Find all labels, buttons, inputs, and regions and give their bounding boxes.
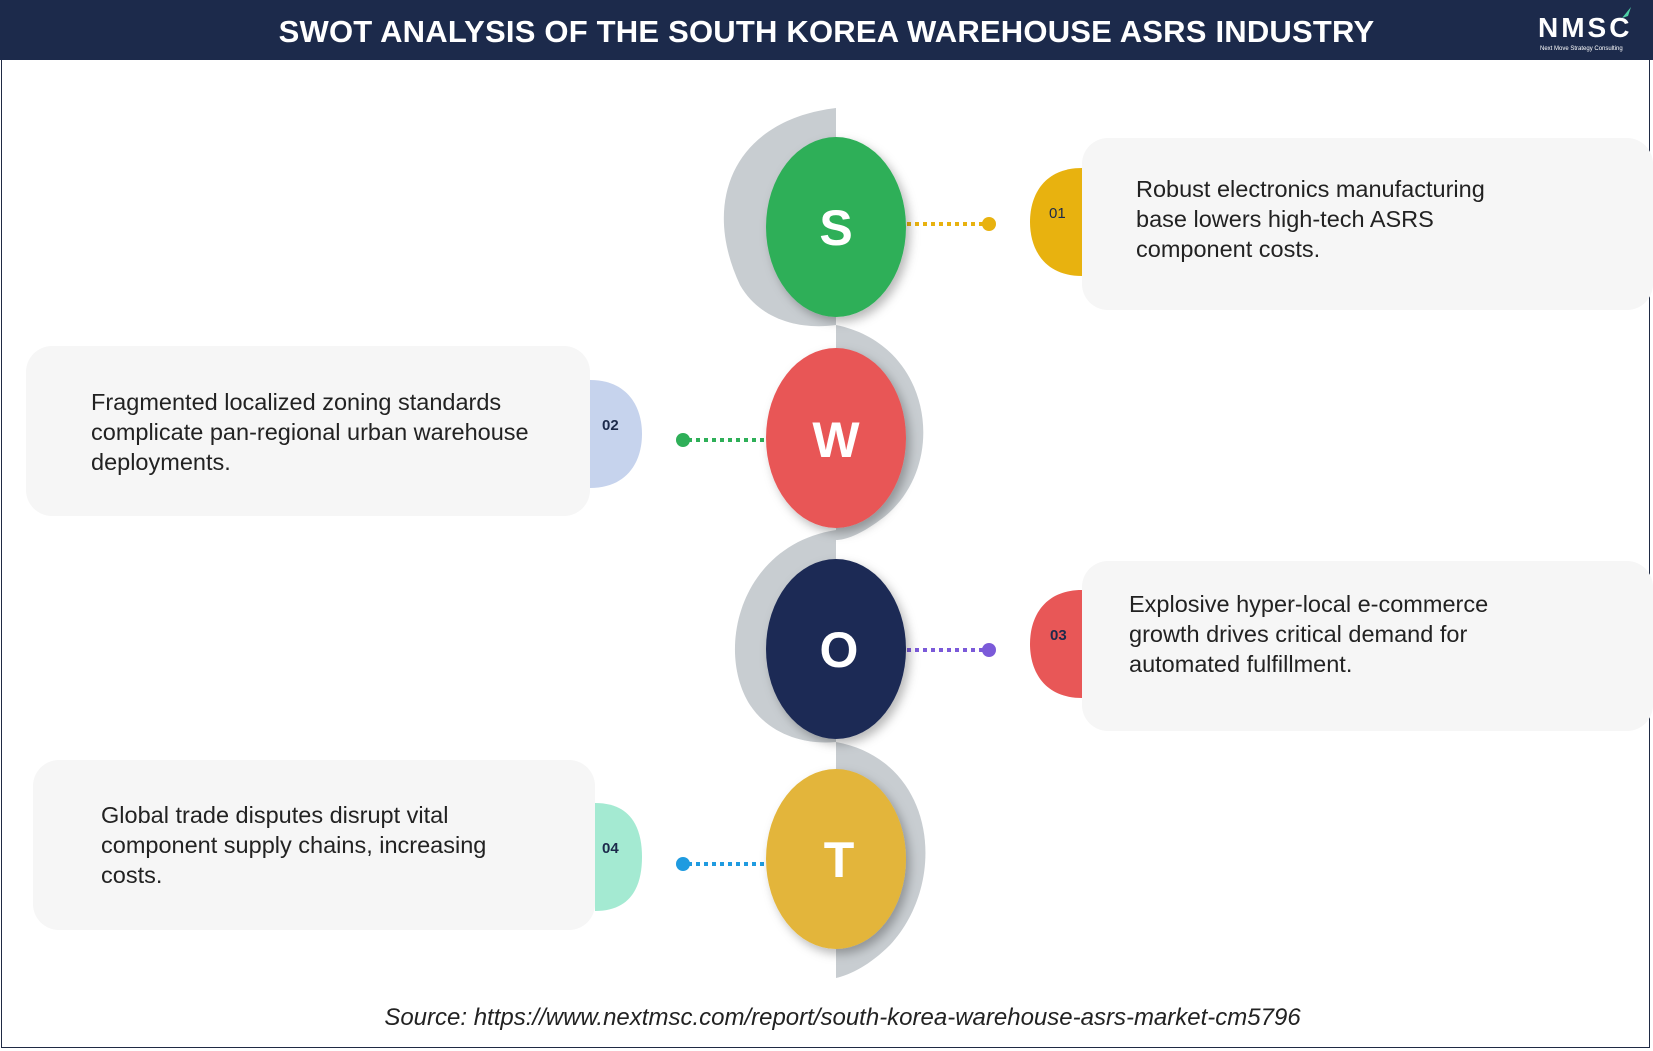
connector-dot-o bbox=[982, 643, 996, 657]
tab-02 bbox=[590, 380, 642, 488]
number-02: 02 bbox=[602, 417, 619, 434]
card-threat bbox=[33, 760, 595, 930]
threat-text: Global trade disputes disrupt vital comp… bbox=[101, 802, 487, 888]
circle-w bbox=[766, 348, 906, 528]
nmsc-logo: NMSC Next Move Strategy Consulting bbox=[1532, 7, 1633, 56]
letter-o: O bbox=[819, 622, 859, 678]
connector-dot-w bbox=[676, 433, 690, 447]
number-04: 04 bbox=[602, 840, 619, 857]
tab-03 bbox=[1030, 590, 1082, 698]
page-title: SWOT ANALYSIS OF THE SOUTH KOREA WAREHOU… bbox=[278, 14, 1375, 49]
letter-s: S bbox=[819, 200, 853, 256]
opportunity-text: Explosive hyper-local e-commerce growth … bbox=[1129, 591, 1489, 677]
logo-wordmark: NMSC bbox=[1538, 12, 1633, 43]
card-opportunity bbox=[1082, 561, 1653, 731]
card-strength bbox=[1082, 138, 1653, 310]
number-03: 03 bbox=[1050, 627, 1067, 644]
circle-o bbox=[766, 559, 906, 739]
circle-s bbox=[766, 137, 906, 317]
letter-t: T bbox=[823, 832, 855, 888]
circle-t bbox=[766, 769, 906, 949]
weakness-text: Fragmented localized zoning standards co… bbox=[91, 389, 529, 475]
letter-w: W bbox=[812, 412, 860, 468]
strength-text: Robust electronics manufacturing base lo… bbox=[1136, 176, 1485, 262]
connector-dot-s bbox=[982, 217, 996, 231]
tab-01 bbox=[1030, 168, 1082, 276]
logo-leaf-icon bbox=[1622, 7, 1631, 18]
source-citation: Source: https://www.nextmsc.com/report/s… bbox=[384, 1004, 1301, 1031]
header-bar: SWOT ANALYSIS OF THE SOUTH KOREA WAREHOU… bbox=[0, 0, 1653, 60]
number-01: 01 bbox=[1049, 205, 1066, 222]
tab-04 bbox=[595, 803, 642, 911]
connector-dot-t bbox=[676, 857, 690, 871]
card-weakness bbox=[26, 346, 590, 516]
logo-tagline: Next Move Strategy Consulting bbox=[1540, 46, 1623, 52]
